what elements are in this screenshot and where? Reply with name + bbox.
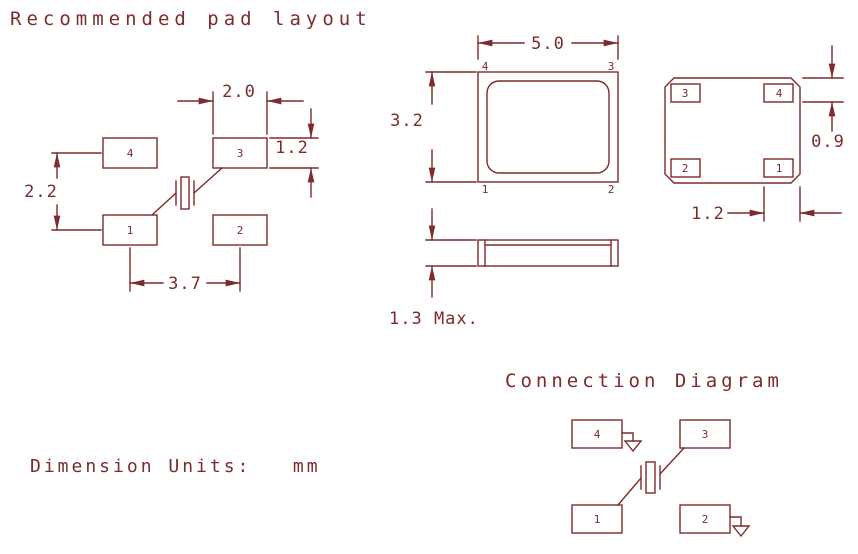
dimension-value: 0.9 [811,132,845,152]
ground-triangle [623,440,643,453]
pad-number: 4 [776,87,783,100]
dimension-column-pitch: 3.7 [129,247,241,294]
dimension-pad-width: 2.0 [177,82,304,135]
dimension-value: 1.3 Max. [389,309,479,329]
pad-number: 1 [776,162,783,175]
corner-number: 3 [608,60,615,73]
connection-diagram-title: Connection Diagram [505,370,783,392]
pin-3-box [679,419,731,449]
dimension-value: 2.0 [222,82,256,102]
pad-bottom-br [763,158,794,178]
top-view-drawing: 4 3 1 2 5.0 3.2 [390,34,619,196]
ground-symbol-pin-2 [729,516,751,538]
dimension-value: 1.2 [275,138,309,158]
dimension-value: 2.2 [24,182,58,202]
crystal-body [180,176,190,210]
pin-number: 2 [702,513,709,526]
pad-1 [102,214,158,246]
ground-symbol-pin-4 [621,432,643,453]
dimension-pad-width-bottom: 1.2 [691,186,842,224]
pad-bottom-tl [670,83,701,103]
page-title: Recommended pad layout [10,8,372,30]
package-lid [486,80,610,174]
crystal-symbol [151,167,223,216]
package-side-outline [477,239,619,267]
pad-3 [212,137,268,169]
pin-2-box [679,504,731,534]
bottom-view-drawing: 3 4 2 1 0.9 1.2 [664,45,845,224]
ground-wire [621,432,634,442]
pin-4-box [571,419,623,449]
dimension-pad-height: 1.2 [269,108,319,198]
side-view-drawing: 1.3 Max. [389,208,619,329]
lead-line [617,477,642,506]
pin-1-box [571,504,623,534]
lead-line [659,447,685,475]
pad-2 [212,214,268,246]
pad-number: 2 [682,162,689,175]
dimension-pad-length: 0.9 [802,45,845,152]
pad-layout-diagram: 4 3 1 2 2.0 1.2 [24,82,319,294]
pad-bottom-tr [763,83,794,103]
pin-number: 4 [594,428,601,441]
pin-number: 3 [702,428,709,441]
dimension-value: 3.2 [390,111,424,131]
ground-wire [729,516,742,527]
corner-number: 4 [482,60,489,73]
dimension-value: 1.2 [691,204,725,224]
pad-2-number: 2 [237,224,244,237]
pin-number: 1 [594,513,601,526]
dimension-max-height: 1.3 Max. [389,208,479,329]
corner-number: 2 [608,183,615,196]
pad-4 [102,137,158,169]
pad-1-number: 1 [127,224,134,237]
connection-diagram: Connection Diagram 4 3 1 2 [505,370,783,538]
package-outline [477,71,619,183]
dimension-value: 3.7 [168,274,202,294]
lead-line [151,192,177,216]
crystal-body [645,461,656,494]
dimension-value: 5.0 [531,34,565,54]
corner-number: 1 [482,183,489,196]
lead-line [193,167,223,194]
dimension-row-pitch: 2.2 [24,152,102,231]
pad-4-number: 4 [127,147,134,160]
dimension-body-width: 5.0 [477,34,619,60]
package-outline-bottom [664,77,801,184]
pad-3-number: 3 [237,147,244,160]
crystal-symbol [617,447,685,506]
units-label: Dimension Units: mm [30,456,321,477]
pad-bottom-bl [670,158,701,178]
dimension-body-height: 3.2 [390,71,477,183]
pad-number: 3 [682,87,689,100]
ground-triangle [731,525,751,538]
